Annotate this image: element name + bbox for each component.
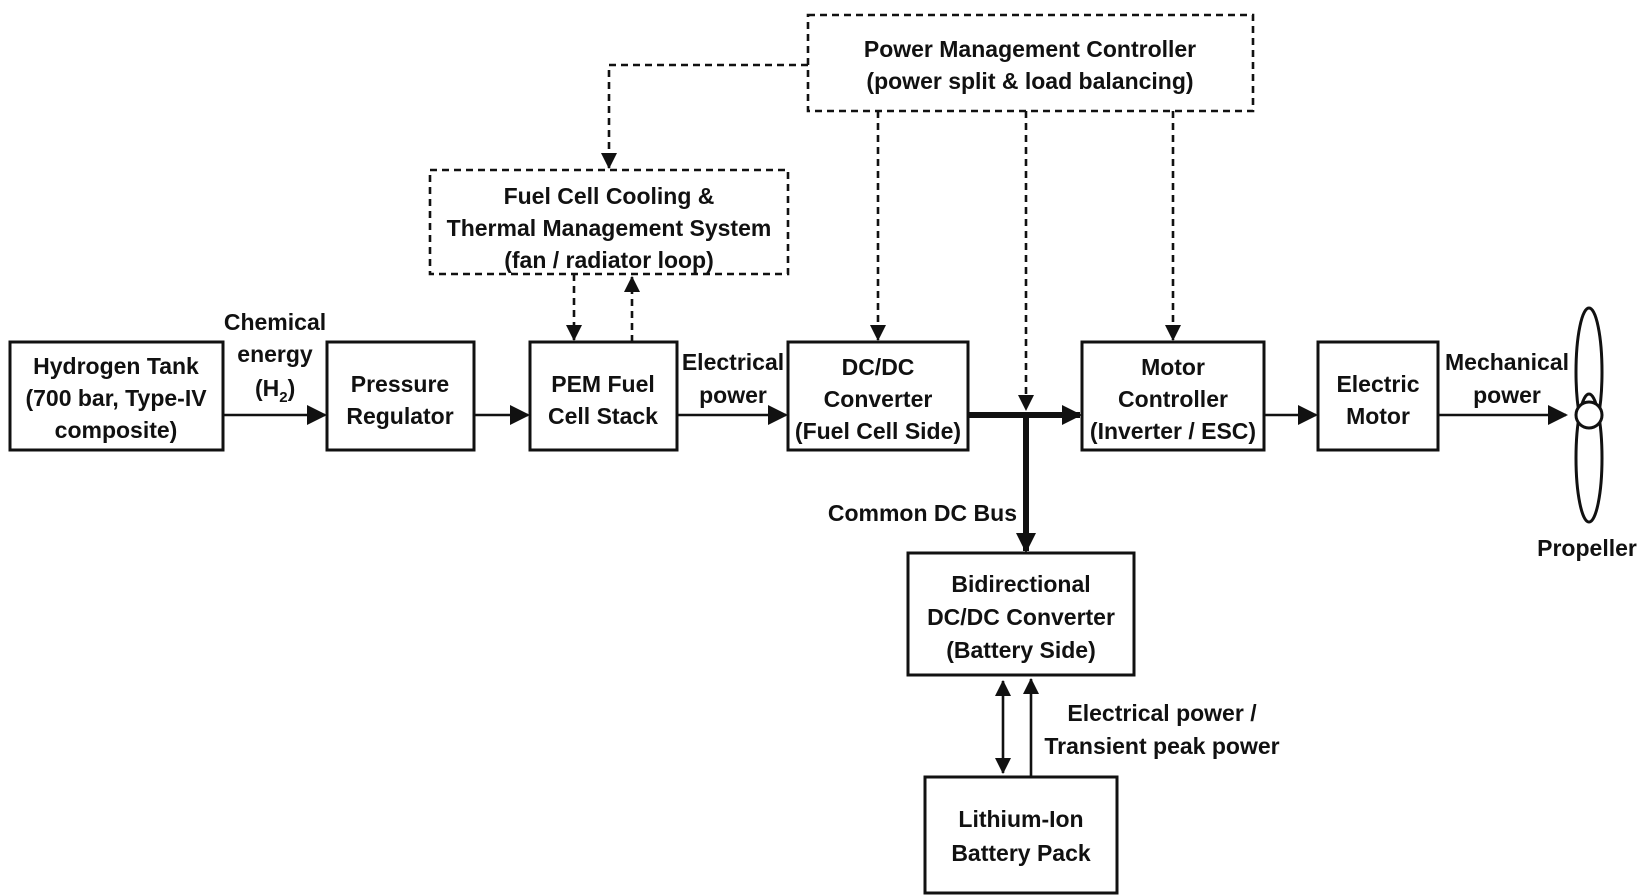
svg-text:Battery Pack: Battery Pack xyxy=(951,840,1091,866)
common-dc-bus-label: Common DC Bus xyxy=(828,500,1017,526)
svg-text:Chemical: Chemical xyxy=(224,309,326,335)
svg-text:Electrical: Electrical xyxy=(682,349,784,375)
svg-text:Electric: Electric xyxy=(1336,371,1419,397)
power-management-controller-node: Power Management Controller (power split… xyxy=(806,13,1255,113)
svg-text:Motor: Motor xyxy=(1346,403,1410,429)
svg-text:Fuel Cell Cooling &: Fuel Cell Cooling & xyxy=(504,183,715,209)
svg-text:Converter: Converter xyxy=(824,386,933,412)
svg-text:Power Management Controller: Power Management Controller xyxy=(864,36,1196,62)
svg-text:Regulator: Regulator xyxy=(346,403,453,429)
svg-text:energy: energy xyxy=(237,341,313,367)
svg-text:Thermal Management System: Thermal Management System xyxy=(447,215,772,241)
svg-text:Motor: Motor xyxy=(1141,354,1205,380)
svg-text:(H2): (H2) xyxy=(255,375,295,406)
battery-power-label: Electrical power / Transient peak power xyxy=(1044,700,1279,759)
svg-text:Transient peak power: Transient peak power xyxy=(1044,733,1279,759)
propeller-icon xyxy=(1574,306,1604,524)
electrical-power-label: Electrical power xyxy=(682,349,784,408)
svg-text:DC/DC: DC/DC xyxy=(842,354,915,380)
dcdc-converter-fuel-cell-node: DC/DC Converter (Fuel Cell Side) xyxy=(786,340,970,452)
svg-text:power: power xyxy=(1473,382,1541,408)
svg-text:(Fuel Cell Side): (Fuel Cell Side) xyxy=(795,418,961,444)
svg-text:(fan / radiator loop): (fan / radiator loop) xyxy=(504,247,714,273)
pressure-regulator-node: Pressure Regulator xyxy=(325,340,476,452)
bidirectional-converter-node: Bidirectional DC/DC Converter (Battery S… xyxy=(906,551,1136,677)
battery-pack-node: Lithium-Ion Battery Pack xyxy=(923,775,1119,895)
mechanical-power-label: Mechanical power xyxy=(1445,349,1569,408)
hydrogen-tank-node: Hydrogen Tank (700 bar, Type-IV composit… xyxy=(8,340,225,452)
svg-text:(power split & load balancing): (power split & load balancing) xyxy=(866,68,1193,94)
svg-text:(Battery Side): (Battery Side) xyxy=(946,637,1096,663)
svg-text:Cell Stack: Cell Stack xyxy=(548,403,658,429)
svg-text:(700 bar, Type-IV: (700 bar, Type-IV xyxy=(25,385,207,411)
svg-text:DC/DC Converter: DC/DC Converter xyxy=(927,604,1115,630)
fuel-cell-stack-node: PEM Fuel Cell Stack xyxy=(528,340,679,452)
svg-text:Bidirectional: Bidirectional xyxy=(951,571,1090,597)
motor-controller-node: Motor Controller (Inverter / ESC) xyxy=(1080,340,1266,452)
svg-text:power: power xyxy=(699,382,767,408)
svg-text:Pressure: Pressure xyxy=(351,371,449,397)
svg-text:(Inverter / ESC): (Inverter / ESC) xyxy=(1090,418,1256,444)
cooling-system-node: Fuel Cell Cooling & Thermal Management S… xyxy=(428,168,790,276)
control-pmc-to-cooling xyxy=(601,63,808,169)
svg-text:Hydrogen Tank: Hydrogen Tank xyxy=(33,353,199,379)
svg-text:Electrical power /: Electrical power / xyxy=(1067,700,1257,726)
svg-text:Controller: Controller xyxy=(1118,386,1228,412)
svg-text:Mechanical: Mechanical xyxy=(1445,349,1569,375)
chemical-energy-label: Chemical energy (H2) xyxy=(224,309,326,406)
svg-text:PEM Fuel: PEM Fuel xyxy=(551,371,655,397)
svg-text:composite): composite) xyxy=(55,417,178,443)
electric-motor-node: Electric Motor xyxy=(1316,340,1440,452)
propeller-label: Propeller xyxy=(1537,535,1637,561)
svg-text:Lithium-Ion: Lithium-Ion xyxy=(958,806,1083,832)
